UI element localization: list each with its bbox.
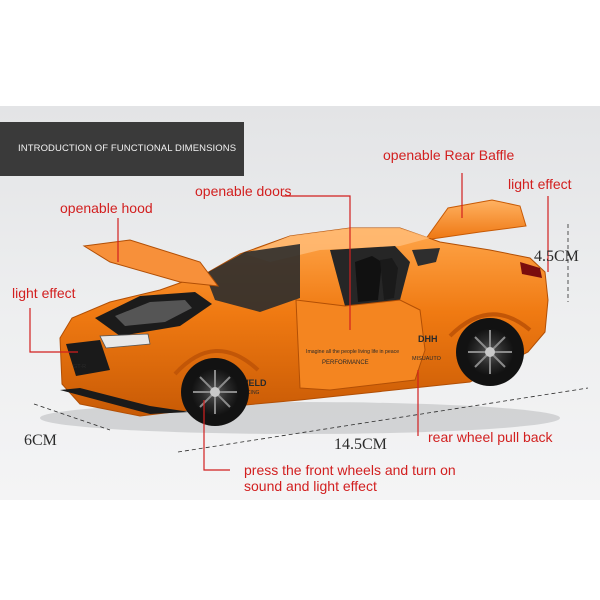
label-doors: openable doors: [195, 183, 292, 199]
car-rear-window: [412, 248, 440, 266]
engine-detail: [115, 300, 192, 326]
label-front-wheel-line1: press the front wheels and turn on: [244, 462, 456, 478]
car-windshield: [205, 244, 300, 312]
label-hood: openable hood: [60, 200, 153, 216]
rear-wheel: [456, 318, 524, 386]
decal-weld: WELD: [240, 378, 267, 388]
front-arch: [173, 348, 260, 376]
dimension-length: 14.5CM: [334, 436, 387, 453]
label-light-effect-left: light effect: [12, 285, 76, 301]
decal-door-text: Imagine all the people living life in pe…: [306, 349, 399, 355]
car-open-hood: [82, 239, 220, 287]
decal-dhh: DHH: [418, 334, 438, 344]
decal-misuauto: MISUAUTO: [412, 356, 442, 362]
label-light-effect-right: light effect: [508, 176, 572, 192]
banner-title: INTRODUCTION OF FUNCTIONAL DIMENSIONS: [18, 143, 237, 154]
front-splitter: [60, 388, 190, 414]
label-rear-baffle: openable Rear Baffle: [383, 147, 515, 163]
taillight: [520, 262, 542, 278]
dimension-width: 6CM: [24, 432, 57, 449]
headlight-left: [99, 333, 151, 349]
rear-baffle: [423, 199, 527, 241]
decal-performance: PERFORMANCE: [322, 360, 369, 366]
label-front-wheel-line2: sound and light effect: [244, 478, 377, 494]
title-banner: INTRODUCTION OF FUNCTIONAL DIMENSIONS: [0, 122, 244, 176]
decal-plate: GT-R: [73, 364, 86, 370]
label-rear-wheel: rear wheel pull back: [428, 429, 553, 445]
car-seat-2: [380, 258, 398, 300]
car-open-door: [295, 299, 426, 391]
dimension-height: 4.5CM: [534, 248, 579, 265]
car-seat: [355, 256, 382, 302]
rear-arch: [448, 312, 532, 338]
front-wheel: [181, 358, 249, 426]
